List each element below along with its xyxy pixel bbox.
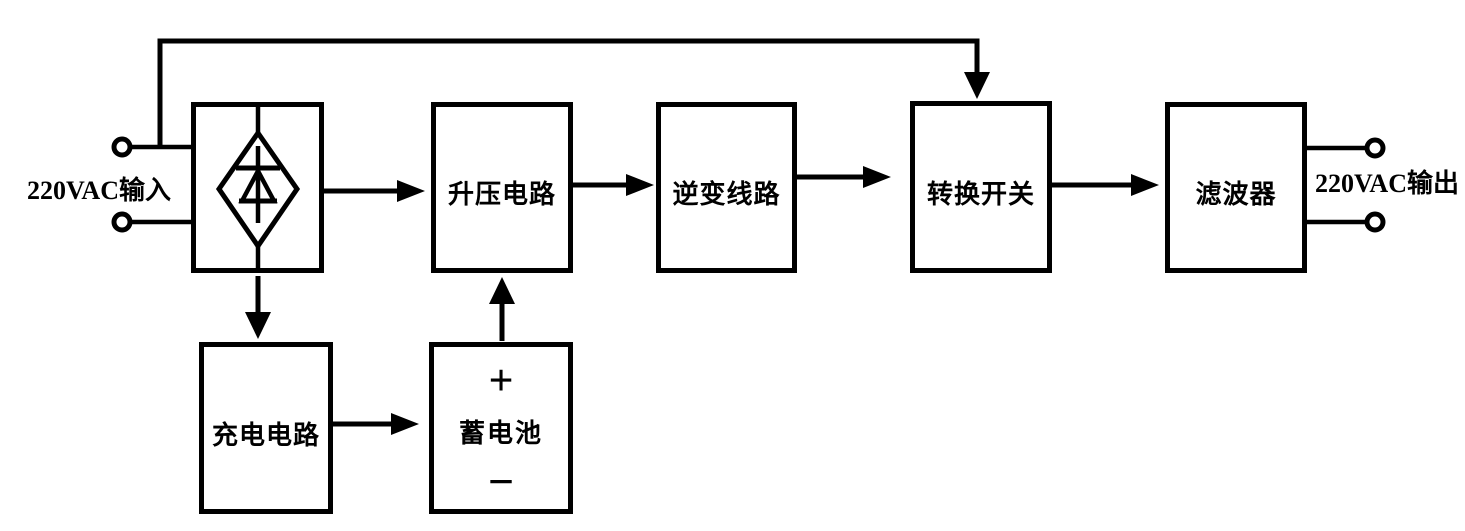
- input-terminal-top-icon: [111, 136, 133, 158]
- block-label-transfer-switch: 转换开关: [926, 179, 1035, 209]
- arrowhead-to-boost-icon: [397, 180, 425, 202]
- block-label-charger: 充电电路: [211, 420, 320, 450]
- bypass-arrowhead-icon: [964, 72, 990, 99]
- block-charger-circuit: 充电电路: [199, 342, 333, 514]
- block-label-inverter: 逆变线路: [672, 180, 781, 209]
- output-voltage-label: 220VAC输出: [1315, 169, 1459, 198]
- output-terminal-top-icon: [1364, 137, 1386, 159]
- block-label-boost: 升压电路: [447, 180, 556, 209]
- output-terminal-bottom-icon: [1364, 211, 1386, 233]
- block-filter: 滤波器: [1165, 102, 1307, 273]
- battery-plus-sign: +: [488, 356, 514, 405]
- input-terminal-bottom-icon: [111, 211, 133, 233]
- battery-minus-sign: −: [487, 456, 515, 507]
- block-label-battery: 蓄电池: [458, 419, 543, 448]
- block-boost-circuit: 升压电路: [431, 102, 573, 273]
- block-battery: + 蓄电池 −: [429, 342, 573, 514]
- arrowhead-to-charger-icon: [245, 312, 271, 339]
- block-label-filter: 滤波器: [1195, 180, 1277, 209]
- block-transfer-switch: 转换开关: [910, 101, 1052, 273]
- arrowhead-up-to-boost-icon: [489, 277, 515, 304]
- block-inverter-circuit: 逆变线路: [656, 102, 797, 273]
- block-rectifier: [191, 102, 324, 273]
- arrowhead-to-transfer-icon: [863, 166, 891, 188]
- arrowhead-to-inverter-icon: [626, 174, 654, 196]
- arrowhead-to-filter-icon: [1131, 174, 1159, 196]
- battery-content: + 蓄电池 −: [434, 347, 568, 509]
- arrowhead-to-battery-icon: [391, 413, 419, 435]
- input-voltage-label: 220VAC输入: [27, 176, 171, 205]
